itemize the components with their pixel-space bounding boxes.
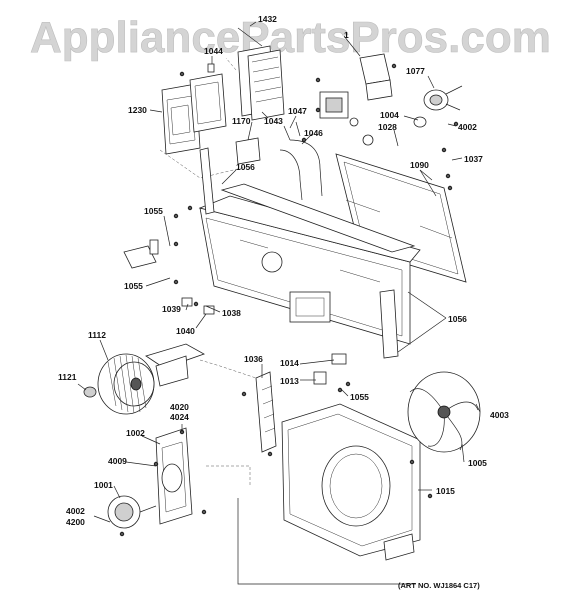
callout-1037: 1037	[464, 154, 483, 164]
fan-motor	[107, 495, 157, 529]
callout-4020: 4020	[170, 402, 189, 412]
fan-motor-top	[423, 85, 463, 111]
callout-1056-right: 1056	[448, 314, 467, 324]
watermark-text: AppliancePartsPros.com	[30, 13, 551, 62]
callout-labels: 1432 1 1044 1077 1230 1043 1047 1004 400…	[58, 14, 509, 527]
air-filter	[237, 45, 285, 121]
callout-1014: 1014	[280, 358, 299, 368]
callout-1036: 1036	[244, 354, 263, 364]
callout-1005: 1005	[468, 458, 487, 468]
callout-1039: 1039	[162, 304, 181, 314]
callout-4002-top: 4002	[458, 122, 477, 132]
screw-set	[119, 63, 459, 537]
condenser-fan-blade	[407, 371, 481, 453]
callout-1013: 1013	[280, 376, 299, 386]
callout-1055-upper: 1055	[144, 206, 163, 216]
relay-switch	[313, 353, 347, 385]
callout-1015: 1015	[436, 486, 455, 496]
small-filter-panel	[235, 137, 261, 165]
side-rail	[199, 147, 399, 359]
callout-1040: 1040	[176, 326, 195, 336]
callout-4024: 4024	[170, 412, 189, 422]
base-pan	[198, 195, 421, 345]
blower-wheel	[97, 353, 155, 415]
art-number: (ART NO. WJ1864 C17)	[398, 581, 480, 590]
condenser-shroud	[281, 403, 421, 561]
leader-lines	[77, 21, 481, 523]
callout-4009: 4009	[108, 456, 127, 466]
callout-1028: 1028	[378, 122, 397, 132]
callout-1038: 1038	[222, 308, 241, 318]
callout-1: 1	[344, 30, 349, 40]
callout-1002: 1002	[126, 428, 145, 438]
shroud-channel-top	[220, 183, 416, 253]
slinger-hub	[83, 386, 97, 398]
callout-1056-top: 1056	[236, 162, 255, 172]
callout-1112: 1112	[88, 330, 106, 340]
callout-1077: 1077	[406, 66, 425, 76]
callout-1004: 1004	[380, 110, 399, 120]
callout-1043: 1043	[264, 116, 283, 126]
baffle-strip	[255, 371, 277, 453]
callout-1044: 1044	[204, 46, 223, 56]
callout-1121: 1121	[58, 372, 77, 382]
callout-4003: 4003	[490, 410, 509, 420]
callout-4200: 4200	[66, 517, 85, 527]
callout-1170: 1170	[232, 116, 251, 126]
callout-1046: 1046	[304, 128, 323, 138]
bracket-left	[123, 239, 159, 269]
thermostat-switch	[319, 91, 359, 127]
callout-1055-lower: 1055	[350, 392, 369, 402]
filter-bracket	[189, 63, 227, 133]
callout-1047: 1047	[288, 106, 307, 116]
mounting-clip	[181, 297, 215, 315]
capillary-tubing	[279, 121, 323, 201]
callout-4002-bottom: 4002	[66, 506, 85, 516]
callout-1090: 1090	[410, 160, 429, 170]
motor-mount	[155, 427, 193, 525]
callout-1230: 1230	[128, 105, 147, 115]
drain-tray	[145, 343, 205, 387]
control-box	[359, 53, 393, 101]
callout-1001: 1001	[94, 480, 113, 490]
callout-1432: 1432	[258, 14, 277, 24]
callout-1055-mid: 1055	[124, 281, 143, 291]
front-grille-panel	[161, 83, 201, 155]
